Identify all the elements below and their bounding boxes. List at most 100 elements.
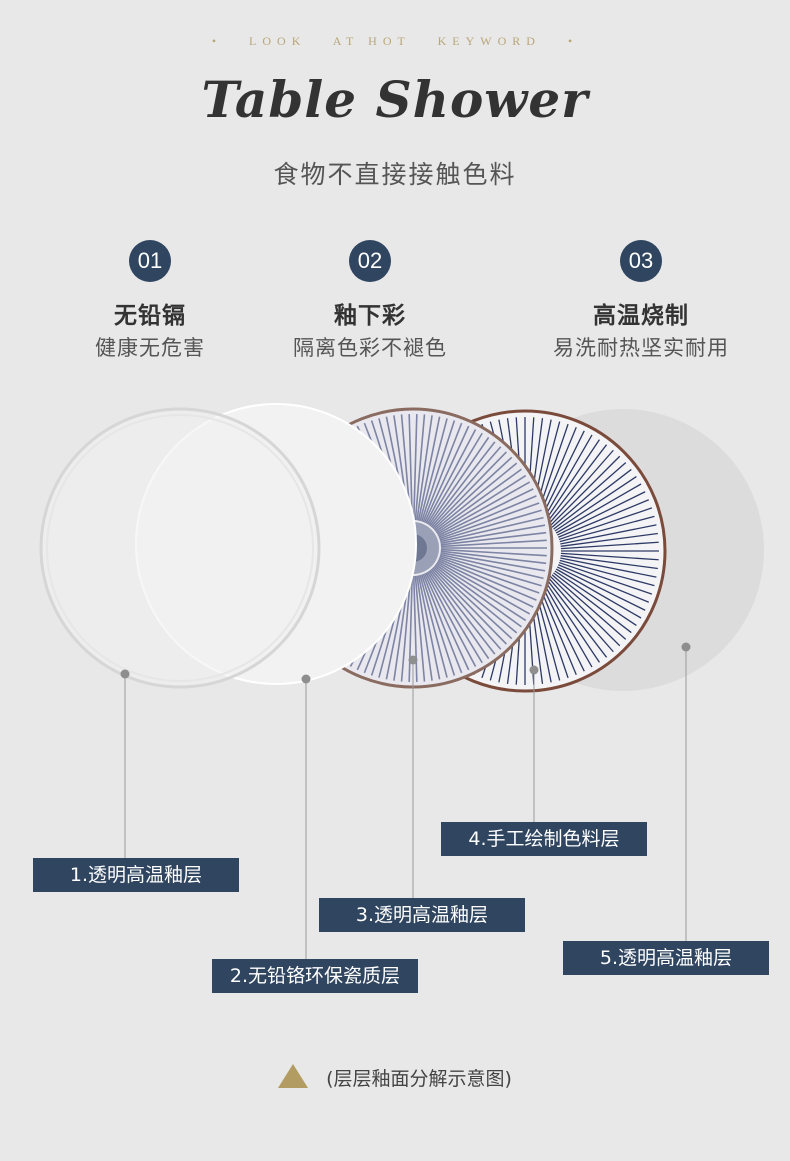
pattern-ray — [440, 550, 547, 565]
pattern-ray — [538, 584, 577, 676]
pattern-ray — [440, 531, 547, 546]
pattern-ray — [436, 474, 527, 534]
pattern-ray — [558, 507, 653, 541]
kicker-text: • LOOK AT HOT KEYWORD • — [211, 34, 579, 48]
pattern-ray — [439, 555, 542, 587]
pattern-ray — [553, 468, 632, 530]
feature-number-badge: 02 — [349, 240, 391, 282]
pattern-ray — [556, 491, 646, 536]
layer-label-3: 3.透明高温釉层 — [319, 898, 525, 932]
pattern-ray — [428, 436, 490, 526]
page-title: Table Shower — [201, 70, 589, 129]
pattern-ray — [551, 462, 627, 528]
pattern-ray — [434, 462, 518, 531]
layer-label-5: 5.透明高温釉层 — [563, 941, 769, 975]
pattern-ray — [440, 524, 546, 545]
pattern-ray — [414, 414, 426, 521]
pattern-ray — [420, 420, 456, 522]
pattern-ray — [423, 425, 470, 523]
pattern-ray — [434, 565, 518, 634]
pattern-ray — [417, 575, 441, 680]
pattern-ray — [429, 569, 496, 655]
pattern-ray — [416, 415, 433, 521]
pattern-ray — [420, 574, 456, 676]
glaze-layers-illustration — [39, 403, 764, 959]
marker-dot-3 — [408, 655, 418, 665]
pattern-ray — [440, 553, 544, 580]
pattern-ray — [558, 564, 650, 603]
pattern-ray — [436, 481, 531, 535]
pattern-ray — [544, 439, 600, 522]
pattern-ray — [559, 515, 655, 543]
pattern-ray — [431, 567, 507, 645]
pattern-ray — [549, 575, 621, 647]
pattern-ray — [440, 551, 546, 572]
pattern-ray — [412, 414, 418, 521]
pattern-ray — [423, 573, 470, 671]
feature-title: 高温烧制 — [593, 303, 689, 329]
pattern-ray — [414, 575, 426, 682]
pattern-ray — [540, 430, 585, 520]
pattern-ray — [560, 532, 658, 547]
pattern-ray — [425, 572, 477, 667]
pattern-ray — [429, 441, 496, 527]
pattern-ray — [436, 562, 527, 622]
pattern-ray — [437, 559, 534, 608]
feature-number-badge: 01 — [129, 240, 171, 282]
pattern-ray — [548, 577, 614, 653]
pattern-ray — [440, 539, 547, 548]
pattern-ray — [433, 456, 513, 530]
pattern-ray — [560, 552, 659, 561]
feature-number-badge: 03 — [620, 240, 662, 282]
footer-note: (层层釉面分解示意图) — [0, 1064, 790, 1091]
pattern-ray — [542, 434, 593, 521]
pattern-ray — [416, 575, 433, 681]
pattern-ray — [553, 572, 632, 634]
pattern-ray — [417, 416, 441, 521]
feature-subtitle: 健康无危害 — [95, 336, 205, 360]
pattern-ray — [433, 566, 513, 640]
pattern-ray — [437, 488, 534, 537]
pattern-ray — [412, 575, 418, 682]
pattern-ray — [439, 556, 540, 594]
pattern-ray — [540, 582, 585, 672]
pattern-ray — [546, 444, 608, 523]
pattern-ray — [560, 541, 659, 550]
layer-1-glaze-disc — [39, 407, 321, 689]
feature-2: 02 釉下彩 隔离色彩不褪色 — [260, 240, 480, 362]
pattern-ray — [436, 561, 531, 615]
pattern-ray — [440, 516, 544, 543]
pattern-ray — [542, 581, 593, 668]
pattern-ray — [438, 558, 537, 601]
pattern-ray — [435, 563, 522, 628]
pattern-ray — [422, 422, 463, 523]
marker-dot-5 — [681, 642, 691, 652]
pattern-ray — [549, 455, 621, 527]
pattern-ray — [560, 557, 657, 578]
feature-title: 釉下彩 — [334, 303, 406, 329]
pattern-ray — [408, 414, 414, 521]
pattern-ray — [558, 499, 650, 538]
pattern-ray — [560, 524, 657, 545]
pattern-ray — [556, 566, 646, 611]
feature-subtitle: 隔离色彩不褪色 — [293, 336, 447, 360]
marker-dot-4 — [529, 665, 539, 675]
feature-1: 01 无铅镉 健康无危害 — [40, 240, 260, 362]
pattern-ray — [425, 429, 477, 524]
pattern-ray — [428, 570, 490, 660]
pattern-ray — [419, 574, 448, 678]
layer-label-1: 1.透明高温釉层 — [33, 858, 239, 892]
pattern-ray — [439, 502, 540, 540]
pattern-ray — [546, 579, 608, 658]
pattern-ray — [555, 483, 642, 534]
feature-title: 无铅镉 — [114, 303, 186, 329]
pattern-ray — [548, 449, 614, 525]
layer-label-4: 4.手工绘制色料层 — [441, 822, 647, 856]
feature-3: 03 高温烧制 易洗耐热坚实耐用 — [531, 240, 751, 362]
footer-note-text: (层层釉面分解示意图) — [326, 1068, 512, 1090]
pattern-ray — [430, 568, 502, 650]
pattern-ray — [438, 495, 537, 538]
marker-dot-1 — [120, 669, 130, 679]
pattern-ray — [419, 418, 448, 522]
pattern-ray — [400, 575, 412, 682]
